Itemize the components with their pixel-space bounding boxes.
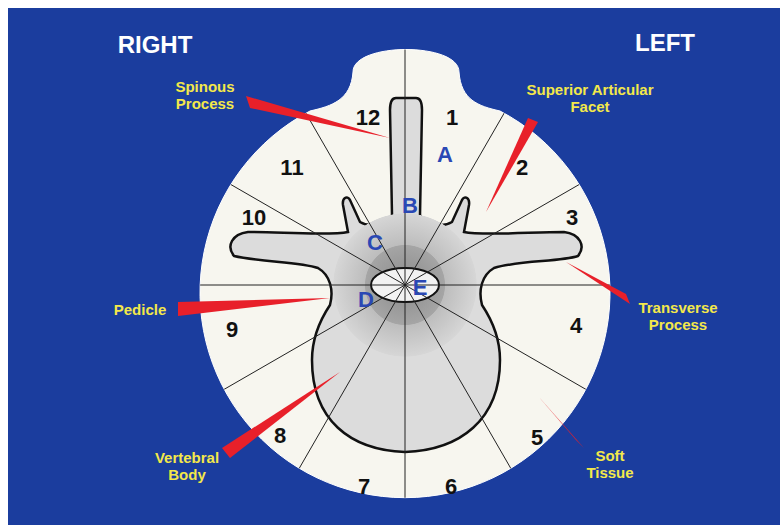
zone-letter: B xyxy=(402,194,418,218)
sector-number: 12 xyxy=(356,106,380,130)
part-label: Transverse Process xyxy=(633,300,723,333)
leader-wedges xyxy=(178,96,630,458)
zone-letter: E xyxy=(413,276,428,300)
sector-number: 2 xyxy=(516,156,528,180)
sector-number: 7 xyxy=(358,475,370,499)
sector-number: 9 xyxy=(226,318,238,342)
zone-letter: A xyxy=(437,143,453,167)
side-label: LEFT xyxy=(635,30,695,56)
vertebra-outline xyxy=(230,98,581,452)
sector-number: 3 xyxy=(566,206,578,230)
zone-letter: D xyxy=(358,288,374,312)
vertebra-illustration xyxy=(8,8,780,525)
sector-lines xyxy=(110,20,700,525)
part-label: Spinous Process xyxy=(165,79,245,112)
zone-letter: C xyxy=(367,231,383,255)
part-label: Vertebral Body xyxy=(147,450,227,483)
sector-number: 4 xyxy=(570,314,582,338)
part-label: Superior Articular Facet xyxy=(515,82,665,115)
sector-number: 8 xyxy=(274,424,286,448)
sector-number: 11 xyxy=(280,156,303,180)
background-panel: RIGHT LEFT Spinous Process Superior Articul… xyxy=(8,8,780,525)
part-label: Soft Tissue xyxy=(580,448,640,481)
part-label: Pedicle xyxy=(114,302,167,319)
side-label: RIGHT xyxy=(118,32,193,58)
sector-number: 5 xyxy=(531,426,543,450)
sector-number: 6 xyxy=(445,475,457,499)
sector-number: 1 xyxy=(446,106,458,130)
sector-number: 10 xyxy=(242,206,266,230)
